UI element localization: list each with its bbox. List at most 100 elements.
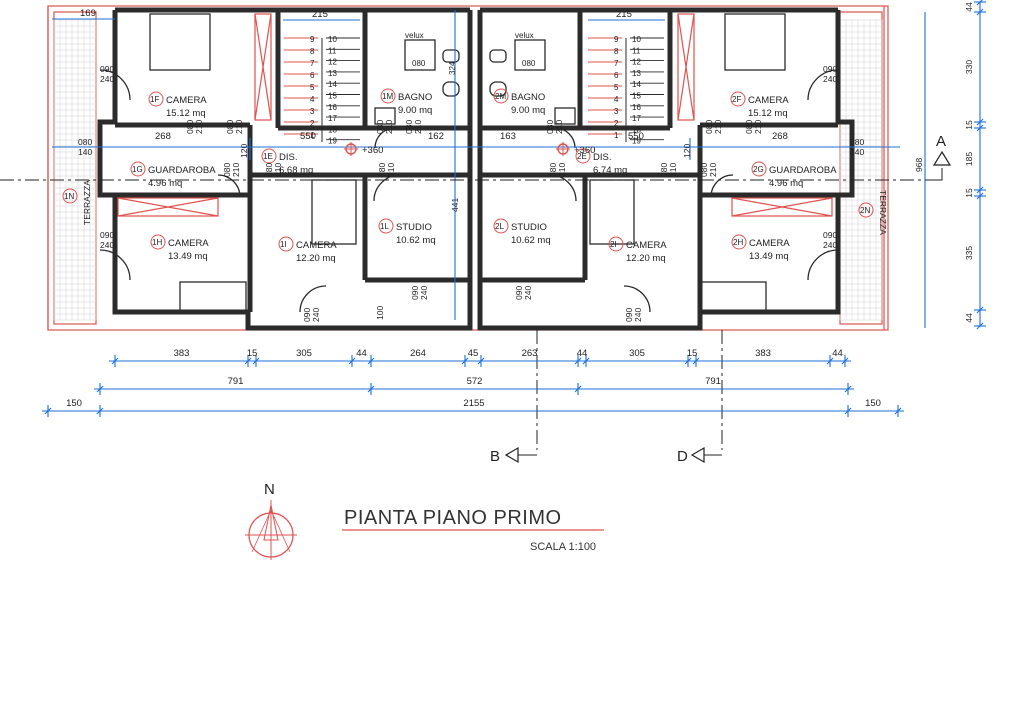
room-name: CAMERA	[748, 95, 789, 106]
drawing-title: PIANTA PIANO PRIMO	[344, 507, 562, 529]
room-area: 13.49 mq	[749, 251, 789, 262]
room-area: 6.74 mq	[593, 165, 627, 176]
dim-324: 324	[448, 61, 457, 75]
level-marker-left: +360	[344, 142, 383, 156]
dim-080-bagno-right: 080	[522, 59, 536, 68]
north-label: N	[264, 481, 275, 498]
room-area: 6.68 mq	[279, 165, 313, 176]
stair-step: 5	[614, 83, 619, 92]
velux-label-right: velux	[515, 31, 534, 40]
door-width: 080	[222, 163, 232, 177]
terrace-id: 1N	[64, 192, 74, 201]
room-id: 1L	[380, 222, 389, 231]
door-height: 240	[633, 308, 643, 322]
stair-step: 12	[632, 58, 641, 67]
door-width: 090	[823, 230, 837, 240]
room-name: CAMERA	[166, 95, 207, 106]
room-id: 1F	[150, 95, 159, 104]
stair-step: 16	[328, 103, 337, 112]
dim-268-right: 268	[772, 131, 788, 142]
vdim-value: 330	[964, 60, 974, 74]
door-width: 080	[264, 163, 274, 177]
door-width: 080	[545, 120, 555, 134]
stair-step: 4	[310, 95, 315, 104]
door-100: 100	[375, 306, 385, 320]
stair-step: 19	[632, 137, 641, 146]
stair-step: 1	[614, 131, 619, 140]
door-height: 210	[386, 163, 396, 177]
room-name: BAGNO	[398, 92, 432, 103]
door-width: 080	[185, 120, 195, 134]
room-area: 10.62 mq	[396, 235, 436, 246]
dim-value: 305	[296, 348, 312, 359]
stair-step: 13	[328, 69, 337, 78]
door-width: 090	[302, 308, 312, 322]
room-name: CAMERA	[749, 238, 790, 249]
section-a-label: A	[936, 133, 946, 150]
door-width: 090	[823, 64, 837, 74]
dim-550-left: 550	[300, 131, 316, 142]
dim-value: 150	[66, 398, 82, 409]
door-width: 080	[375, 120, 385, 134]
room-area: 12.20 mq	[296, 253, 336, 264]
door-width: 080	[404, 120, 414, 134]
stair-step: 9	[310, 35, 315, 44]
section-d-label: D	[677, 448, 688, 465]
room-area: 13.49 mq	[168, 251, 208, 262]
room-id: 2F	[732, 95, 741, 104]
terrace-grid-left	[53, 19, 97, 321]
vdim-value: 335	[964, 246, 974, 260]
room-name: STUDIO	[511, 222, 547, 233]
door-width: 080	[548, 163, 558, 177]
door-width: 090	[100, 64, 114, 74]
room-id: 1I	[280, 240, 287, 249]
room-area: 4.96 mq	[769, 178, 803, 189]
dim-value: 45	[468, 348, 479, 359]
door-height: 240	[823, 240, 837, 250]
stair-step: 18	[328, 125, 337, 134]
room-id: 2L	[495, 222, 504, 231]
door-width: 080	[744, 120, 754, 134]
terrace-right-label: TERRAZZA	[878, 190, 888, 235]
bathroom-fixtures	[374, 39, 576, 125]
room-id: 2M	[495, 92, 506, 101]
stair-step: 16	[632, 103, 641, 112]
terrace-grid-right	[839, 19, 883, 321]
inner-dimension-lines	[52, 10, 926, 328]
stair-step: 5	[310, 83, 315, 92]
level-right: +360	[574, 145, 595, 156]
room-name: DIS.	[279, 152, 297, 163]
door-height: 210	[554, 120, 564, 134]
dim-value: 383	[755, 348, 771, 359]
room-id: 2E	[577, 152, 587, 161]
room-name: GUARDAROBA	[769, 165, 837, 176]
door-width: 090	[410, 286, 420, 300]
vdim-value: 15	[964, 120, 974, 130]
stair-step: 15	[632, 92, 641, 101]
room-id: 1M	[382, 92, 393, 101]
dim-value: 383	[174, 348, 190, 359]
door-height: 210	[231, 163, 241, 177]
drawing-scale: SCALA 1:100	[530, 541, 596, 553]
door-height: 240	[823, 74, 837, 84]
door-width: 090	[514, 286, 524, 300]
section-marker-b: B	[490, 446, 537, 465]
